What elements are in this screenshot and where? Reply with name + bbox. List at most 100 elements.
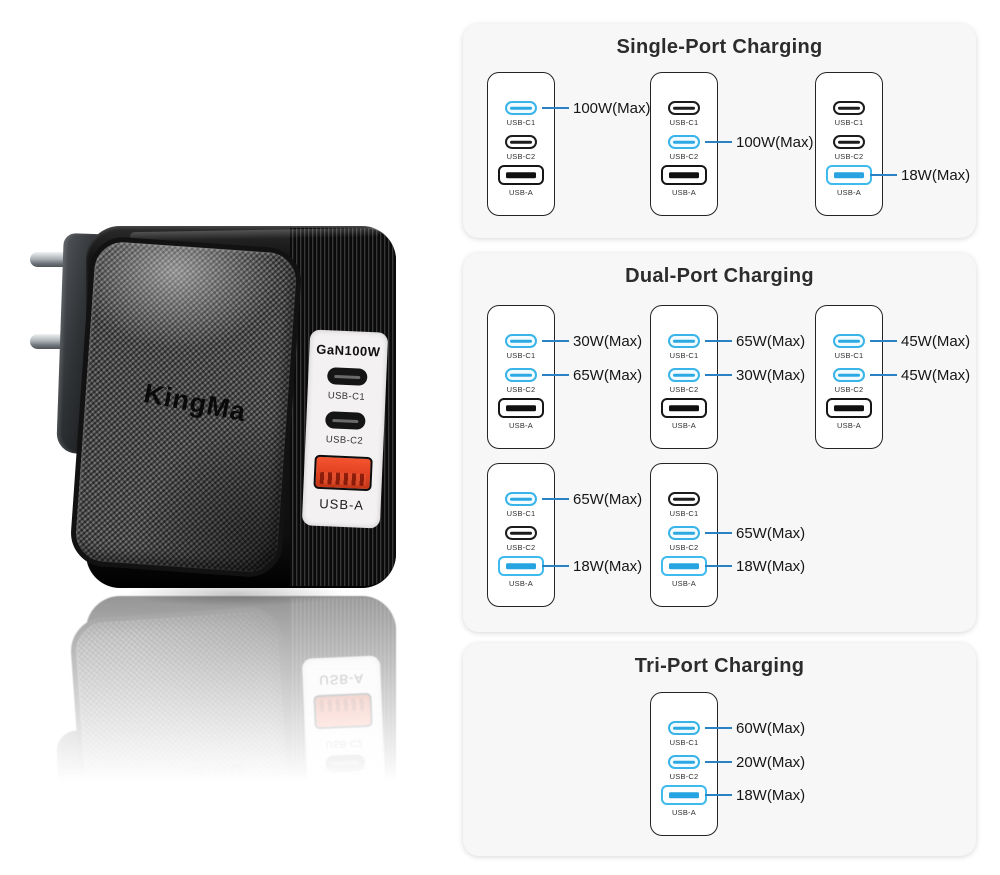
callout-line [870,340,897,342]
wattage-callout: 20W(Max) [705,753,806,771]
usb-c2-port [325,411,366,430]
callout-line [705,141,732,143]
usb-a-contacts-reflection [319,698,367,713]
usb-c2-port-label: USB-C2 [506,152,536,161]
usb-a-port-label: USB-A [672,188,696,197]
usb-c1-port-label: USB-C1 [506,509,536,518]
usb-c1-port-icon [505,492,537,506]
usb-c1-port-label: USB-C1 [669,118,699,127]
callout-line [542,340,569,342]
wattage-label: 20W(Max) [736,753,806,771]
usb-c2-port-icon [668,526,700,540]
usb-a-port-label: USB-A [509,579,533,588]
usb-c2-label-reflection: USB-C2 [325,737,364,750]
charger-card: USB-C1 USB-C2 USB-A 100W(Max) [650,72,814,216]
charger-front-face: KingMa [68,235,304,579]
usb-c2-port-icon [505,526,537,540]
callout-line [705,340,732,342]
charger-card: USB-C1 USB-C2 USB-A 100W(Max) [487,72,651,216]
charger-card: USB-C1 USB-C2 USB-A 45W(Max) 45W(Max) [815,305,970,449]
wattage-callout: 45W(Max) [870,332,971,350]
usb-a-port-icon [498,398,544,418]
charger-ports-panel: GaN100W USB-C1 USB-C2 USB-A [301,329,389,529]
usb-c1-port-label: USB-C1 [669,509,699,518]
usb-c1-port-reflection [326,798,368,817]
charger-product-image: KingMa GaN100W USB-C1 USB-C2 USB-A [20,226,440,592]
wattage-label: 65W(Max) [573,366,643,384]
usb-c2-port-icon [833,135,865,149]
brand-logo: KingMa [141,378,249,428]
usb-c2-port-label: USB-C2 [669,385,699,394]
usb-c1-port-label: USB-C1 [506,118,536,127]
usb-a-port-reflection [313,692,373,730]
usb-a-port-icon [661,785,707,805]
charger-reflection: KingMa GaN100W USB-C1 USB-C2 USB-A [20,592,440,875]
panel-title: Tri-Port Charging [634,655,805,677]
usb-a-label: USB-A [319,495,365,513]
callout-line [705,727,732,729]
wattage-callout: 60W(Max) [705,719,806,737]
usb-c2-port-label: USB-C2 [669,152,699,161]
wattage-callout: 18W(Max) [542,557,643,575]
callout-line [542,107,569,109]
wattage-callout: 100W(Max) [705,133,814,151]
usb-c2-port-label: USB-C2 [669,543,699,552]
usb-c2-port-label: USB-C2 [834,385,864,394]
wattage-label: 18W(Max) [736,786,806,804]
callout-line [870,174,897,176]
usb-c1-port-icon [668,721,700,735]
usb-a-port-label: USB-A [672,421,696,430]
usb-c2-port-icon [833,368,865,382]
usb-a-port-label: USB-A [672,579,696,588]
usb-a-label-reflection: USB-A [319,671,365,689]
usb-c1-port-label: USB-C1 [506,351,536,360]
wattage-label: 30W(Max) [573,332,643,350]
callout-line [542,565,569,567]
wattage-label: 100W(Max) [736,133,814,151]
usb-a-port-icon [498,556,544,576]
usb-c2-port-icon [505,135,537,149]
usb-c1-port-icon [505,101,537,115]
usb-c1-port-icon [668,101,700,115]
usb-a-port-label: USB-A [509,188,533,197]
panel-tri-port: Tri-Port Charging USB-C1 USB-C2 USB-A 60… [463,643,976,856]
wattage-label: 18W(Max) [901,166,971,184]
wattage-callout: 65W(Max) [705,524,806,542]
usb-a-port-label: USB-A [837,188,861,197]
callout-line [870,374,897,376]
wattage-label: 18W(Max) [573,557,643,575]
wattage-label: 45W(Max) [901,332,971,350]
usb-a-port-label: USB-A [672,808,696,817]
callout-line [705,794,732,796]
usb-a-port-icon [498,165,544,185]
wattage-label: 100W(Max) [573,99,651,117]
wattage-label: 18W(Max) [736,557,806,575]
usb-a-port-label: USB-A [509,421,533,430]
panel-title: Single-Port Charging [616,36,823,58]
usb-c1-port-icon [833,101,865,115]
usb-c1-port-icon [668,334,700,348]
wattage-label: 65W(Max) [573,490,643,508]
usb-c1-port-icon [833,334,865,348]
usb-c2-port-icon [668,755,700,769]
model-label-reflection: GaN100W [316,824,381,843]
usb-c1-port-label: USB-C1 [834,351,864,360]
callout-line [705,565,732,567]
wattage-callout: 30W(Max) [705,367,805,384]
usb-c1-port-icon [668,492,700,506]
usb-c1-port-icon [505,334,537,348]
charger-card: USB-C1 USB-C2 USB-A 65W(Max) 30W(Max) [650,305,805,449]
panel-single-port: Single-Port Charging USB-C1 USB-C2 USB-A… [463,24,976,238]
usb-c1-port [326,367,368,386]
usb-c1-port-label: USB-C1 [669,351,699,360]
usb-a-port-icon [826,165,872,185]
wattage-label: 65W(Max) [736,524,806,542]
usb-a-port-icon [661,556,707,576]
usb-c2-label: USB-C2 [325,434,364,447]
usb-c1-label-reflection: USB-C1 [327,781,366,794]
charger-card: USB-C1 USB-C2 USB-A 60W(Max) 20W(Max) 18… [650,692,805,836]
charger-card: USB-C1 USB-C2 USB-A 65W(Max) 18W(Max) [650,463,805,607]
wattage-label: 60W(Max) [736,719,806,737]
callout-line [705,532,732,534]
brand-logo-reflection: KingMa [141,756,249,806]
